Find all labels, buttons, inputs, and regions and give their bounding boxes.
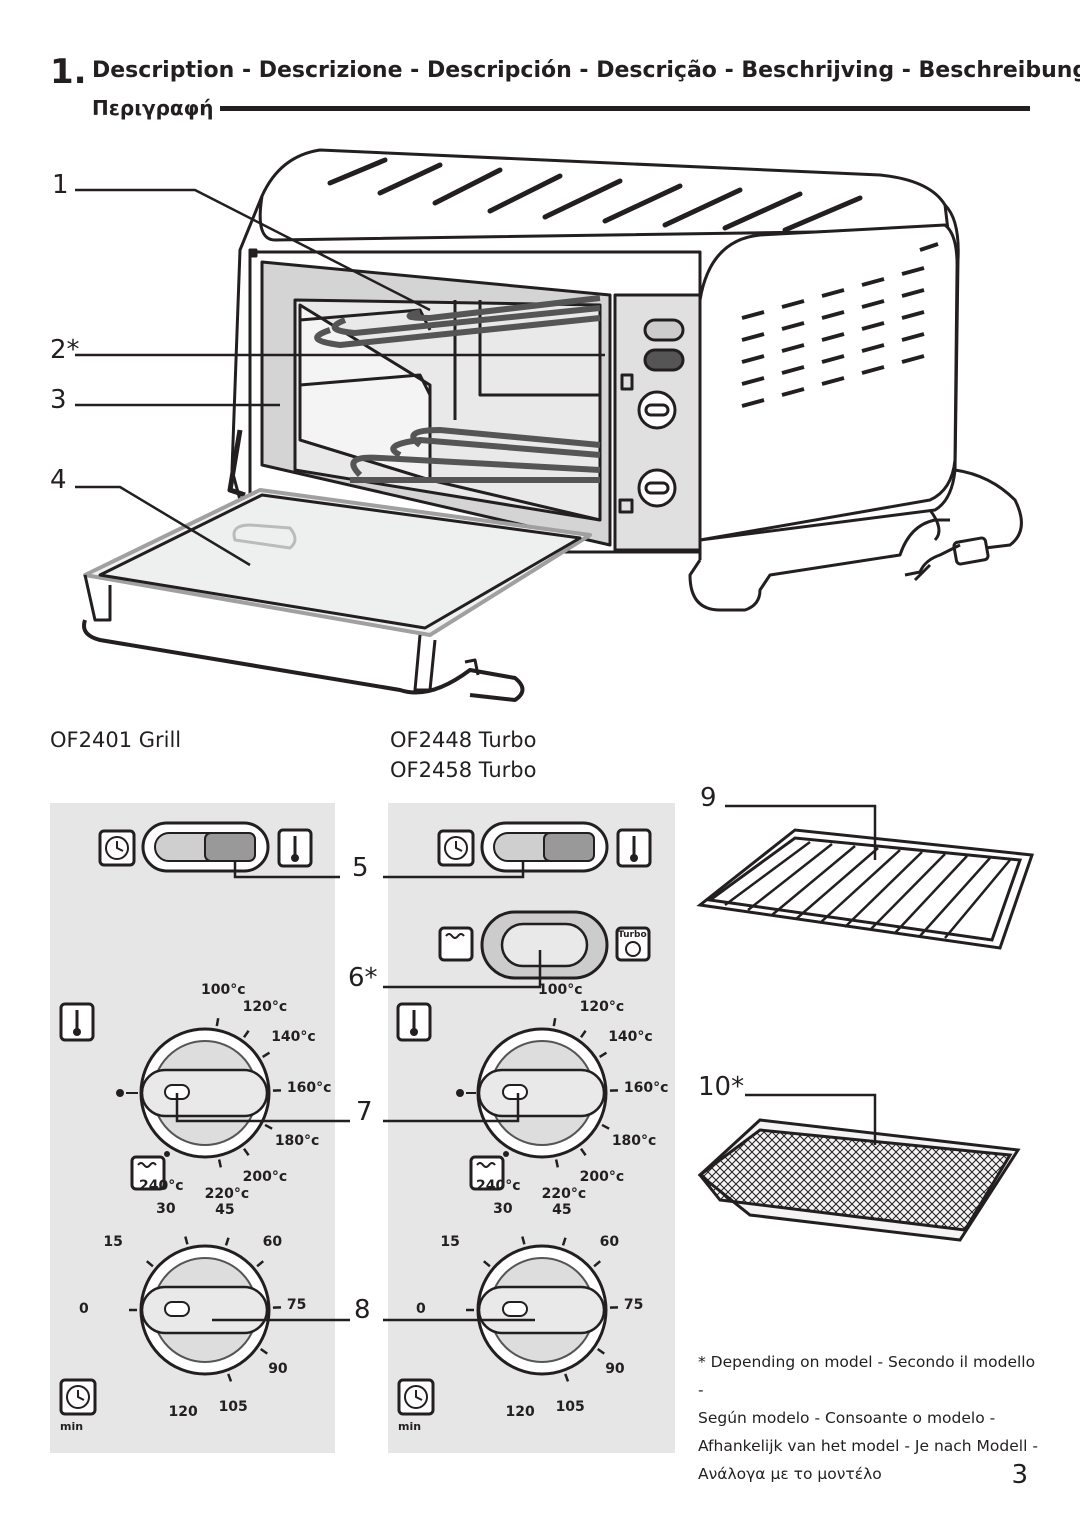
timer-label: 45 xyxy=(215,1202,235,1219)
thermostat-label: 120°c xyxy=(242,998,288,1015)
thermostat-label: 160°c xyxy=(286,1080,332,1097)
panel-grill xyxy=(59,821,350,1416)
callout-10: 10* xyxy=(698,1072,745,1102)
dial-tick xyxy=(242,1030,250,1039)
model-turbo-label-1: OF2448 Turbo xyxy=(390,728,537,752)
timer-label: 60 xyxy=(599,1234,620,1251)
dial-tick xyxy=(145,1260,154,1268)
thermostat-label: 120°c xyxy=(579,998,625,1015)
timer-label: 60 xyxy=(262,1234,283,1251)
dial-tick xyxy=(227,1373,233,1382)
dial-tick xyxy=(521,1236,526,1245)
dial-tick xyxy=(561,1237,567,1246)
dial-tick xyxy=(552,1017,557,1027)
timer-label: 15 xyxy=(103,1234,123,1251)
callout-1: 1 xyxy=(52,170,69,200)
dial-tick xyxy=(264,1123,273,1130)
timer-label: 30 xyxy=(493,1200,513,1217)
timer-label: 75 xyxy=(623,1297,644,1314)
dial-tick xyxy=(242,1147,250,1156)
timer-label: 105 xyxy=(555,1398,585,1415)
thermostat-label: 160°c xyxy=(623,1080,669,1097)
turbo-icon: Turbo xyxy=(618,930,647,940)
footnote: * Depending on model - Secondo il modell… xyxy=(698,1348,1038,1488)
timer-label: 120 xyxy=(505,1403,535,1420)
dial-tick xyxy=(554,1159,560,1168)
thermostat-label: 140°c xyxy=(271,1028,316,1045)
dial-tick xyxy=(224,1237,230,1246)
timer-label: 15 xyxy=(440,1234,460,1251)
footnote-line-2: Según modelo - Consoante o modelo - xyxy=(698,1409,996,1427)
dial-tick xyxy=(482,1260,491,1268)
callout-6: 6* xyxy=(348,963,378,993)
dial-tick xyxy=(599,1051,608,1059)
dial-tick xyxy=(593,1260,602,1268)
timer-label: 30 xyxy=(156,1200,176,1217)
callout-9: 9 xyxy=(700,783,717,813)
model-grill-label: OF2401 Grill xyxy=(50,728,182,752)
timer-label: 0 xyxy=(416,1301,426,1317)
footnote-line-3: Afhankelijk van het model - Je nach Mode… xyxy=(698,1437,1038,1455)
timer-label: 120 xyxy=(168,1403,198,1420)
dial-tick xyxy=(596,1347,605,1355)
callout-8: 8 xyxy=(354,1295,371,1325)
dial-tick xyxy=(262,1051,271,1059)
thermostat-label: 200°c xyxy=(579,1169,625,1186)
model-turbo-label-2: OF2458 Turbo xyxy=(390,758,537,782)
timer-label: 90 xyxy=(605,1360,625,1377)
thermostat-label: 220°c xyxy=(541,1185,587,1202)
footnote-line-4: Ανάλογα με το μοντέλο xyxy=(698,1465,882,1483)
panel-turbo xyxy=(383,821,652,1416)
thermostat-label: 140°c xyxy=(608,1028,653,1045)
dial-tick xyxy=(259,1347,268,1355)
thermostat-label: 100°c xyxy=(201,981,246,998)
thermostat-label: 180°c xyxy=(611,1132,657,1149)
callout-7: 7 xyxy=(356,1097,373,1127)
dial-tick xyxy=(217,1159,223,1168)
dial-tick xyxy=(215,1017,220,1027)
timer-label: 90 xyxy=(268,1360,288,1377)
timer-label: 45 xyxy=(552,1202,572,1219)
callout-3: 3 xyxy=(50,385,67,415)
thermostat-label: 180°c xyxy=(274,1132,320,1149)
timer-unit-grill: min xyxy=(60,1420,84,1433)
thermostat-label: 220°c xyxy=(204,1185,250,1202)
thermostat-label: 240°c xyxy=(139,1178,184,1195)
timer-label: 105 xyxy=(218,1398,248,1415)
page-number: 3 xyxy=(1011,1460,1028,1490)
accessories xyxy=(696,804,1035,1242)
dial-tick xyxy=(579,1147,587,1156)
timer-label: 75 xyxy=(286,1297,307,1314)
footnote-line-1: * Depending on model - Secondo il modell… xyxy=(698,1353,1036,1399)
timer-unit-turbo: min xyxy=(398,1420,422,1433)
thermostat-label: 100°c xyxy=(538,981,583,998)
section-number: 1. xyxy=(50,52,87,92)
dial-tick xyxy=(564,1373,570,1382)
callout-5: 5 xyxy=(352,853,369,883)
callout-4: 4 xyxy=(50,465,67,495)
dial-tick xyxy=(256,1260,265,1268)
callout-2: 2* xyxy=(50,335,80,365)
thermostat-label: 240°c xyxy=(476,1178,521,1195)
dial-tick xyxy=(184,1236,189,1245)
section-subtitle: Περιγραφή xyxy=(92,96,214,120)
thermostat-label: 200°c xyxy=(242,1169,288,1186)
dial-tick xyxy=(579,1030,587,1039)
timer-label: 0 xyxy=(79,1301,89,1317)
dial-tick xyxy=(601,1123,610,1130)
header-rule xyxy=(220,106,1030,111)
section-title: Description - Descrizione - Descripción … xyxy=(92,58,1080,83)
